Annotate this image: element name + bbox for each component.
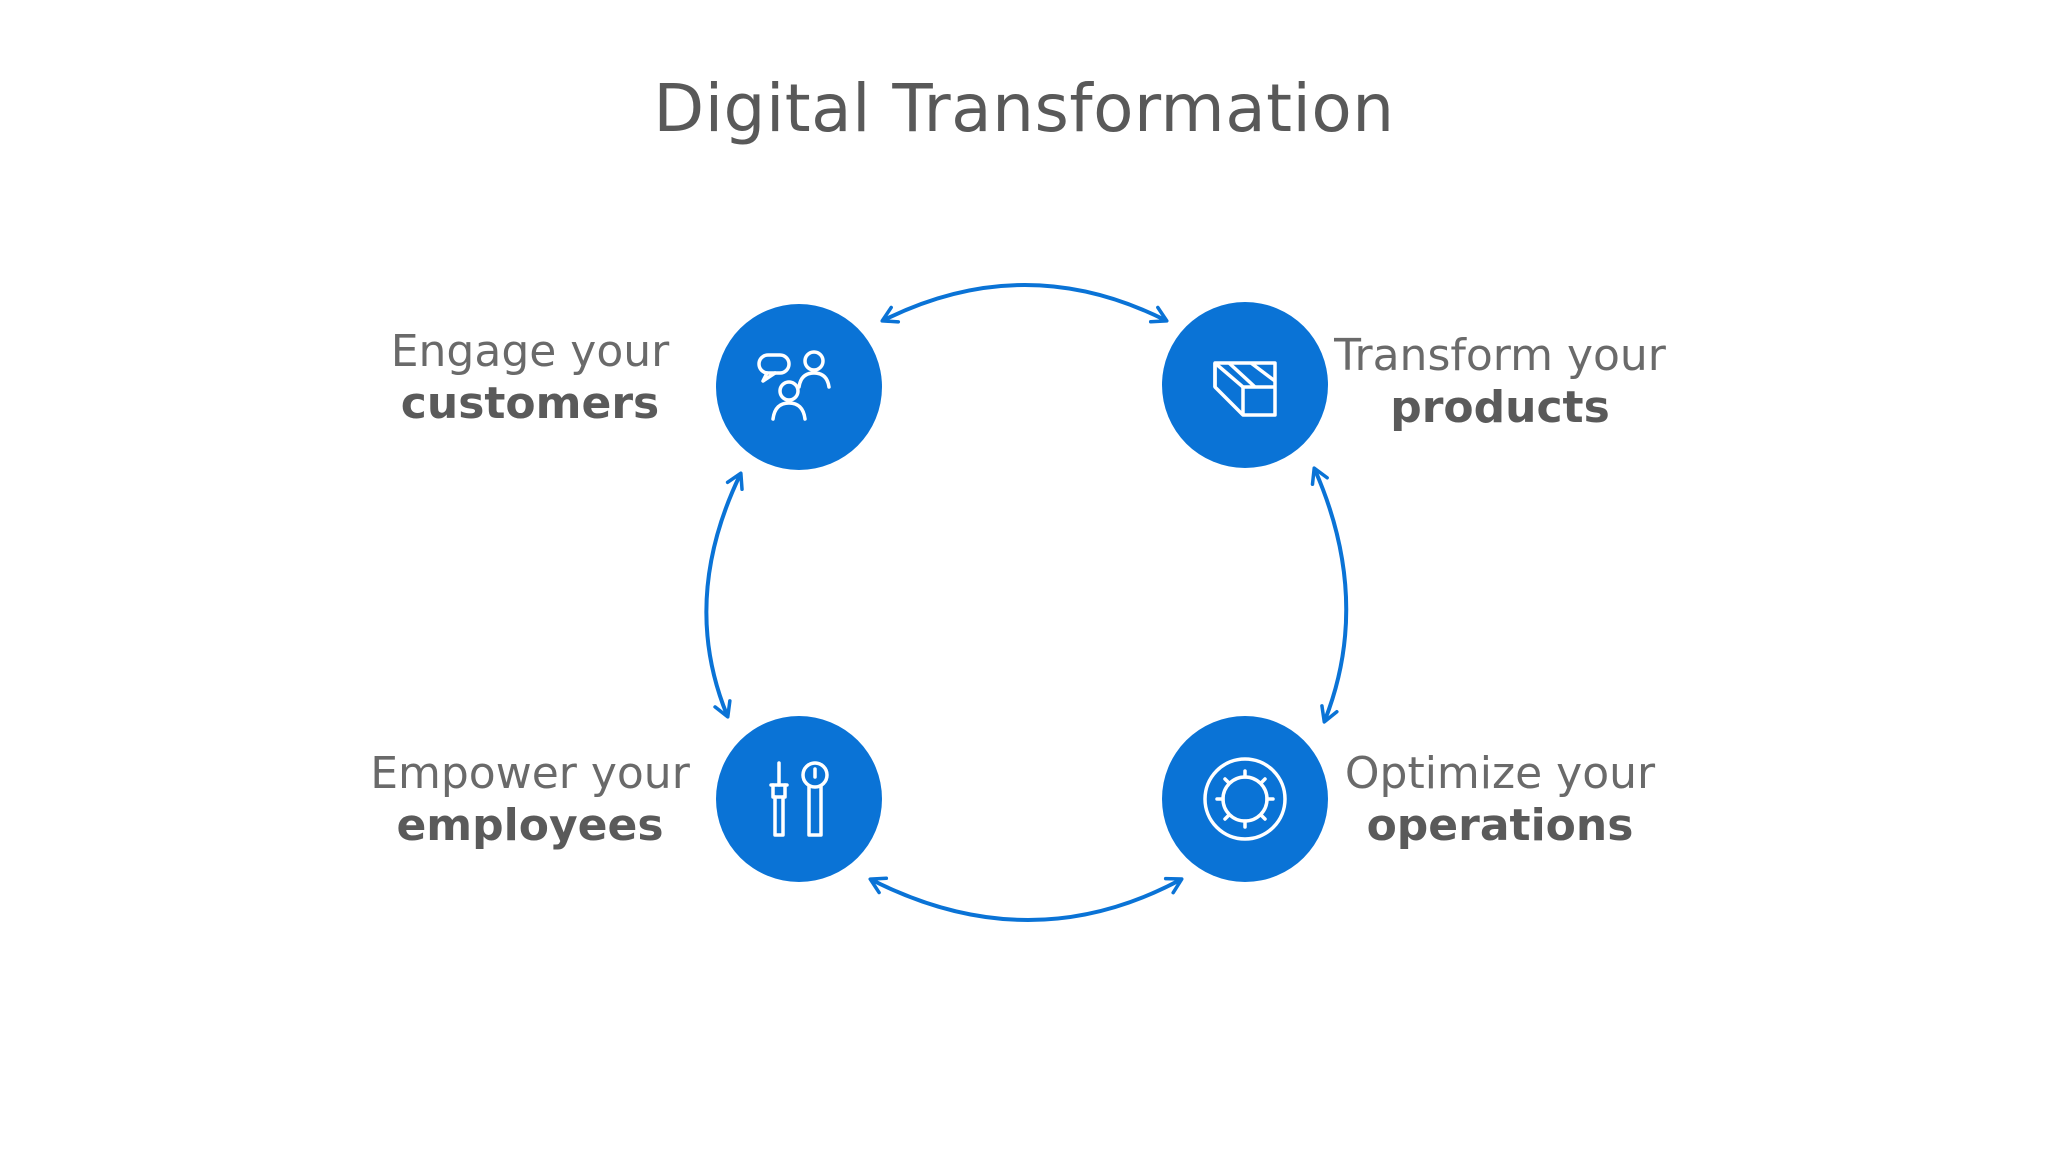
arrow-bottom: [868, 876, 1184, 922]
label-operations: Optimize your operations: [1330, 748, 1670, 852]
arrow-top: [880, 283, 1169, 324]
node-products: [1162, 302, 1328, 468]
node-employees: [716, 716, 882, 882]
label-operations-line2: operations: [1366, 800, 1634, 851]
gear-icon: [1203, 757, 1287, 841]
node-customers: [716, 304, 882, 470]
label-products-line1: Transform your: [1334, 330, 1666, 381]
tools-icon: [769, 761, 829, 837]
label-operations-line1: Optimize your: [1344, 748, 1656, 799]
label-employees-line1: Empower your: [370, 748, 690, 799]
product-box-icon: [1213, 361, 1277, 417]
label-customers-line2: customers: [400, 378, 660, 429]
node-operations: [1162, 716, 1328, 882]
label-customers-line1: Engage your: [390, 326, 670, 377]
label-products-line2: products: [1390, 382, 1610, 433]
label-employees: Empower your employees: [360, 748, 700, 852]
label-products: Transform your products: [1330, 330, 1670, 434]
arrow-left: [704, 471, 744, 719]
arrow-right: [1310, 466, 1349, 724]
label-employees-line2: employees: [396, 800, 664, 851]
customers-chat-icon: [757, 350, 831, 421]
page-title: Digital Transformation: [653, 70, 1395, 147]
label-customers: Engage your customers: [380, 326, 680, 430]
